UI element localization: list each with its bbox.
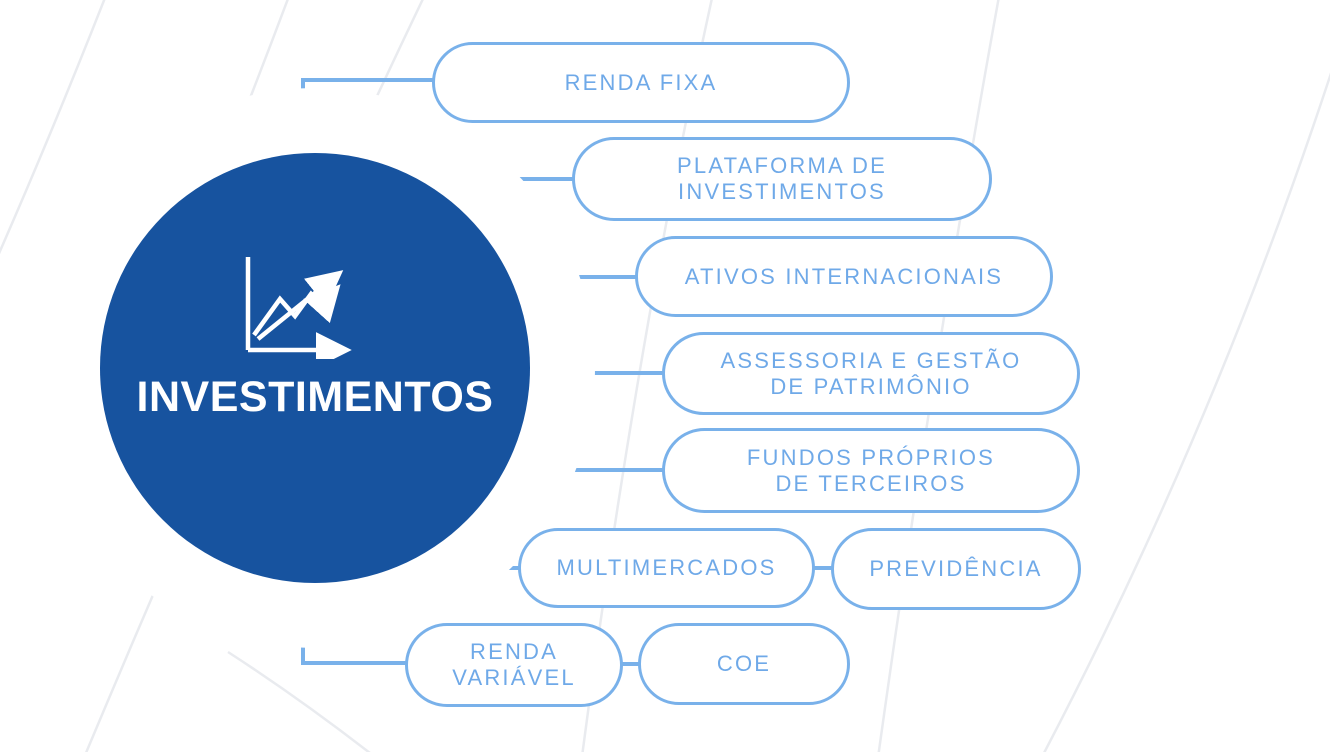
node-label: MULTIMERCADOS (556, 555, 777, 580)
node-label: ASSESSORIA E GESTÃO DE PATRIMÔNIO (720, 347, 1022, 399)
node-label: COE (716, 651, 772, 676)
hub-circle: INVESTIMENTOS (100, 153, 530, 583)
hub-label: INVESTIMENTOS (136, 373, 494, 421)
node-label: ATIVOS INTERNACIONAIS (684, 263, 1004, 289)
node-coe: COE (638, 623, 850, 705)
node-assessoria-e-gestao-de-patrimonio: ASSESSORIA E GESTÃO DE PATRIMÔNIO (662, 332, 1080, 415)
node-previdencia: PREVIDÊNCIA (831, 528, 1081, 610)
node-label: RENDA VARIÁVEL (452, 639, 576, 690)
node-label: FUNDOS PRÓPRIOS DE TERCEIROS (746, 444, 996, 496)
node-multimercados: MULTIMERCADOS (518, 528, 815, 608)
background-arc (0, 0, 106, 255)
node-plataforma-de-investimentos: PLATAFORMA DE INVESTIMENTOS (572, 137, 992, 221)
node-fundos-proprios-de-terceiros: FUNDOS PRÓPRIOS DE TERCEIROS (662, 428, 1080, 513)
background-arc (1043, 72, 1330, 752)
node-label: RENDA FIXA (564, 69, 718, 95)
icon-zigzag-arrow (252, 284, 341, 337)
node-renda-fixa: RENDA FIXA (432, 42, 850, 123)
background-arc (227, 650, 371, 752)
node-renda-variavel: RENDA VARIÁVEL (405, 623, 623, 707)
node-ativos-internacionais: ATIVOS INTERNACIONAIS (635, 236, 1053, 317)
icon-trend-arrow (256, 270, 344, 341)
node-label: PLATAFORMA DE INVESTIMENTOS (677, 153, 887, 204)
node-label: PREVIDÊNCIA (869, 556, 1043, 581)
growth-chart-icon (245, 257, 352, 359)
